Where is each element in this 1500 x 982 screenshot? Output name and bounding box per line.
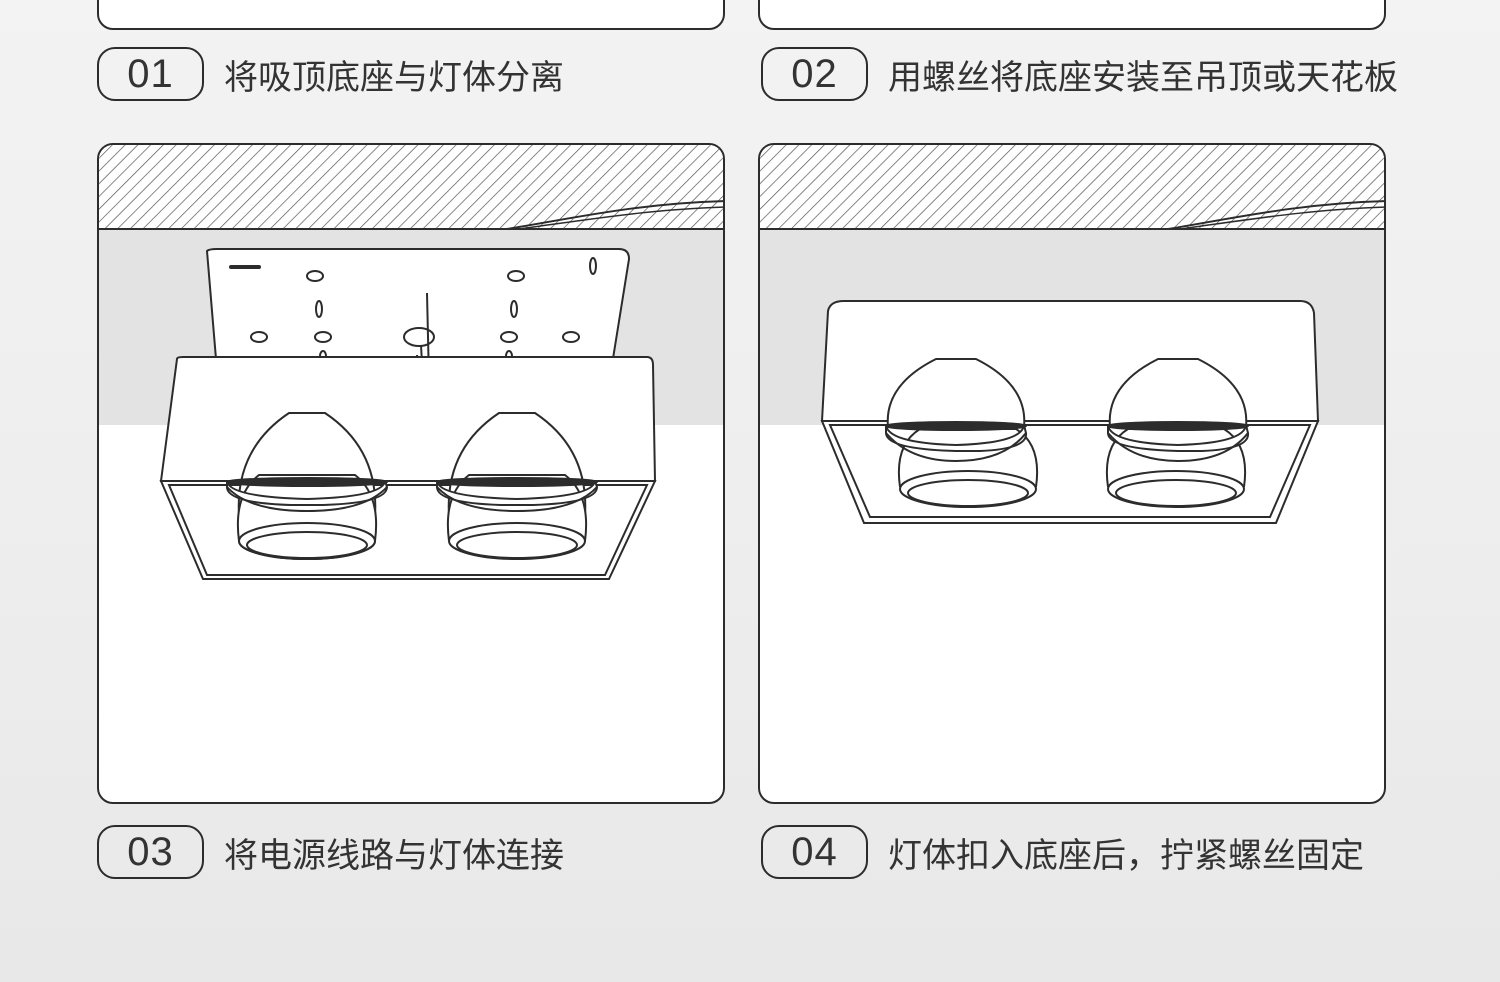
ceiling-hatch-icon bbox=[760, 145, 1384, 230]
step-number-badge: 01 bbox=[97, 47, 204, 101]
step-caption: 将吸顶底座与灯体分离 bbox=[224, 57, 564, 98]
step-03-label: 03 将电源线路与灯体连接 bbox=[97, 824, 564, 880]
lamp-left bbox=[226, 412, 389, 560]
step-number-badge: 03 bbox=[97, 825, 204, 879]
step-caption: 灯体扣入底座后，拧紧螺丝固定 bbox=[888, 835, 1364, 876]
step-02-label: 02 用螺丝将底座安装至吊顶或天花板 bbox=[761, 46, 1398, 102]
step-04-label: 04 灯体扣入底座后，拧紧螺丝固定 bbox=[761, 824, 1364, 880]
step-03-illustration-panel bbox=[97, 143, 725, 804]
step-04-illustration-panel bbox=[758, 143, 1386, 804]
lamp-left bbox=[885, 358, 1039, 508]
step-01-label: 01 将吸顶底座与灯体分离 bbox=[97, 46, 564, 102]
ceiling-hatch-icon bbox=[99, 145, 723, 230]
step-number-badge: 04 bbox=[761, 825, 868, 879]
step-caption: 用螺丝将底座安装至吊顶或天花板 bbox=[888, 57, 1398, 98]
lamp-right bbox=[436, 412, 599, 560]
double-spotlight-fixture-icon bbox=[159, 356, 657, 580]
mounting-plate-icon bbox=[205, 248, 631, 372]
step-caption: 将电源线路与灯体连接 bbox=[224, 835, 564, 876]
step-01-illustration-panel bbox=[97, 0, 725, 30]
double-spotlight-fixture-icon bbox=[820, 300, 1320, 524]
step-02-illustration-panel bbox=[758, 0, 1386, 30]
step-number-badge: 02 bbox=[761, 47, 868, 101]
lamp-right bbox=[1105, 358, 1250, 508]
